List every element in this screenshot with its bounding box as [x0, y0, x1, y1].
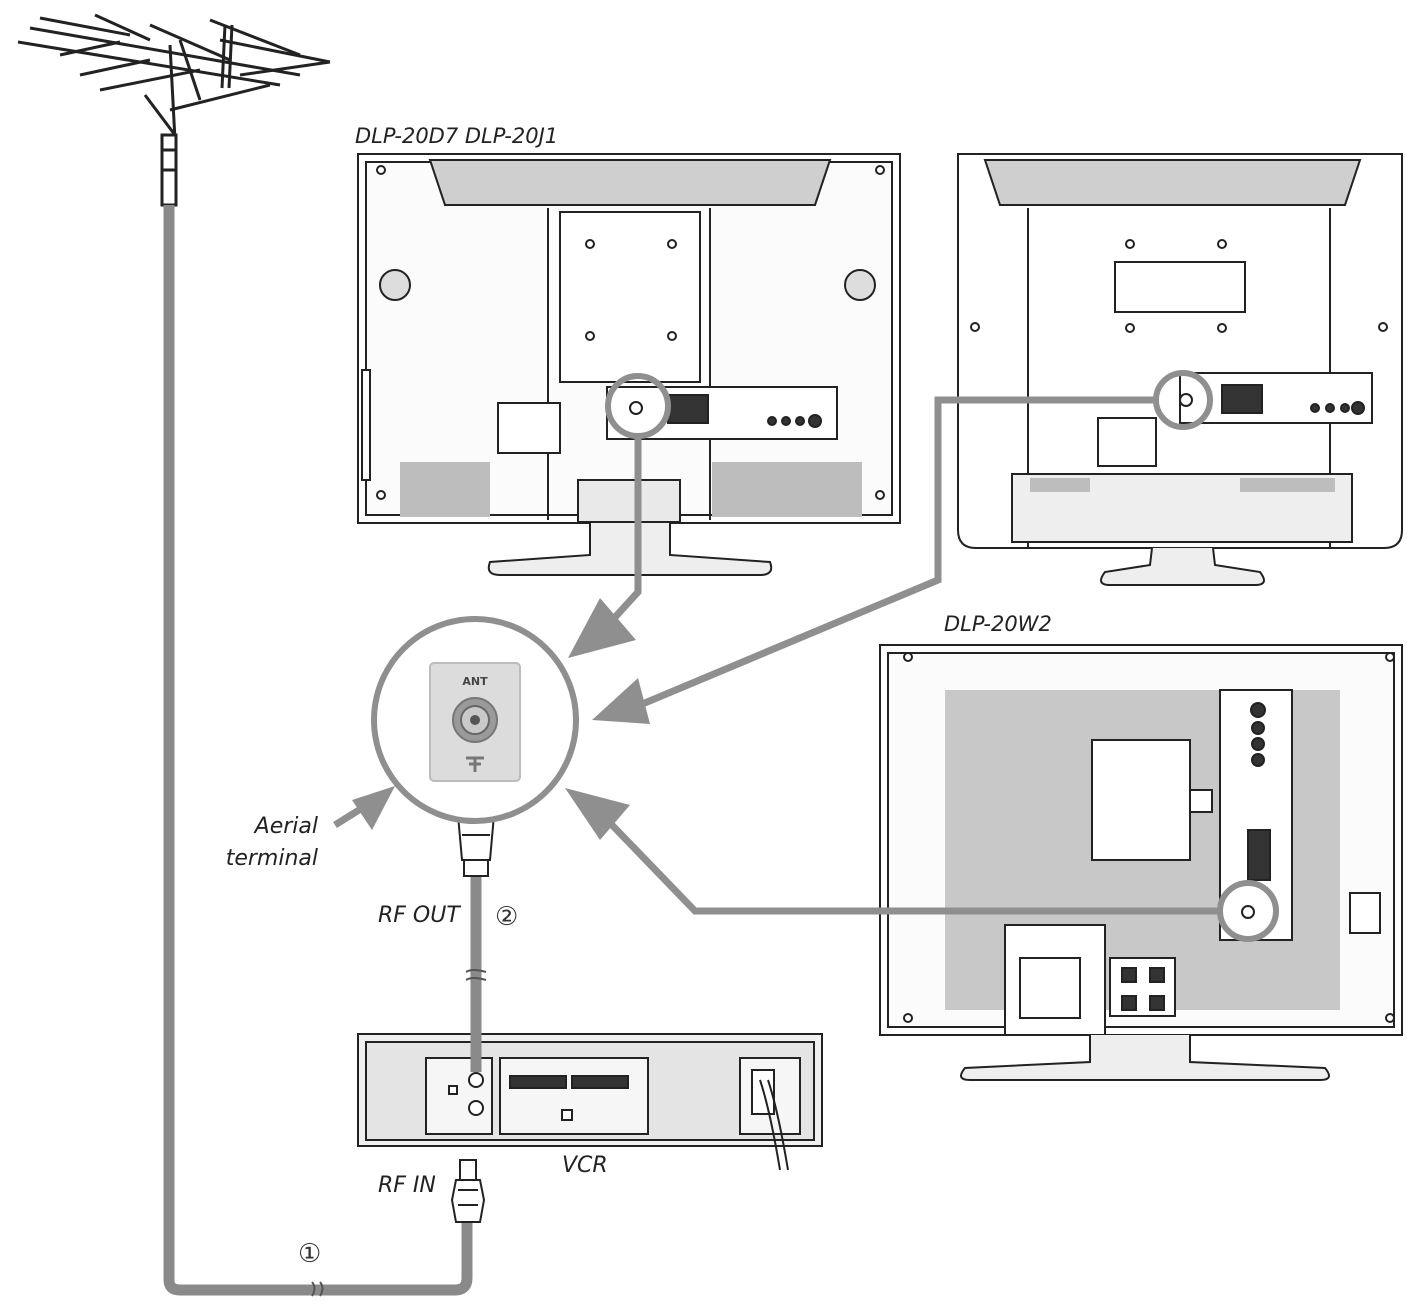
tv-rear-dlp-20d7 [357, 153, 901, 576]
cable-break-mark [465, 969, 487, 981]
arrow-heads [352, 598, 650, 840]
step-2-marker: ② [495, 902, 518, 932]
aerial-label-line2: terminal [226, 846, 318, 871]
aerial-label-line1: Aerial [253, 814, 318, 839]
tv-antenna-icon [17, 13, 331, 207]
rf-in-label: RF IN [378, 1173, 436, 1198]
tv-rear-dlp-20w2 [879, 644, 1403, 1081]
model-label-dlp-20w2: DLP-20W2 [944, 612, 1052, 636]
cable-break-mark [311, 1281, 324, 1297]
cable-antenna-to-vcr [163, 205, 473, 1296]
rf-out-label: RF OUT [378, 903, 461, 928]
coaxial-connector-icon [450, 1159, 486, 1223]
terminal-mark: ANT [462, 675, 488, 688]
step-1-marker: ① [298, 1239, 321, 1269]
tv-rear-right-top [957, 153, 1403, 586]
rf-socket-icon: ANT [429, 662, 521, 782]
vcr-unit [357, 1033, 823, 1171]
vcr-label: VCR [562, 1153, 608, 1178]
model-label-dlp-20d7: DLP-20D7 DLP-20J1 [355, 124, 558, 148]
